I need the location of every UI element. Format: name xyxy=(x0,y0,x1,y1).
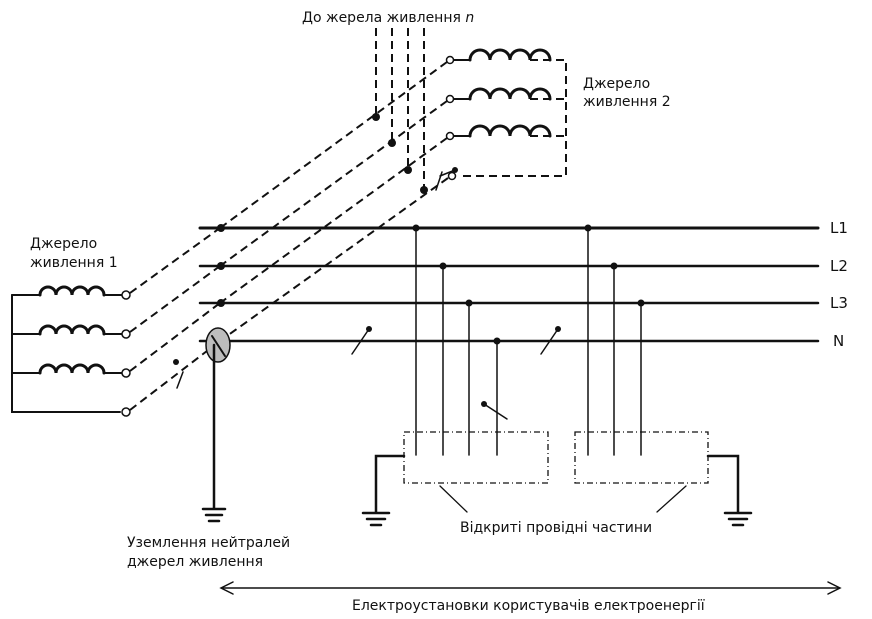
source-2-label-line2: живлення 2 xyxy=(583,94,671,110)
installations-arrow xyxy=(219,581,842,595)
source-1 xyxy=(11,285,131,417)
bus-label-n: N xyxy=(833,332,844,350)
bus-label-l1: L1 xyxy=(830,219,848,237)
bus-label-l2: L2 xyxy=(830,257,848,275)
source-n-label: До жерела живлення n xyxy=(302,10,474,26)
source-2-label-line1: Джерело xyxy=(583,76,650,92)
exposed-parts-label: Відкриті провідні частини xyxy=(460,520,652,536)
consumer-drops-1 xyxy=(415,227,498,456)
bus-lines xyxy=(198,226,820,343)
earth-symbol-left xyxy=(201,507,227,523)
bus-label-l3: L3 xyxy=(830,294,848,312)
source-1-links xyxy=(129,227,221,411)
installations-label: Електроустановки користувачів електроене… xyxy=(352,598,705,614)
earth-symbol-right xyxy=(723,511,753,527)
earthing-label-line1: Уземлення нейтралей xyxy=(127,535,290,551)
source-1-label-line2: живлення 1 xyxy=(30,255,118,271)
source-1-label-line1: Джерело xyxy=(30,236,97,252)
source-2-links xyxy=(219,61,449,342)
earth-symbol-center xyxy=(361,511,391,527)
source-2 xyxy=(445,48,567,181)
exposed-part-2 xyxy=(574,431,709,484)
consumer-drops-2 xyxy=(587,227,642,456)
exposed-part-1 xyxy=(403,431,549,484)
source-n-leads xyxy=(375,28,425,190)
earthing-label-line2: джерел живлення xyxy=(127,554,263,570)
